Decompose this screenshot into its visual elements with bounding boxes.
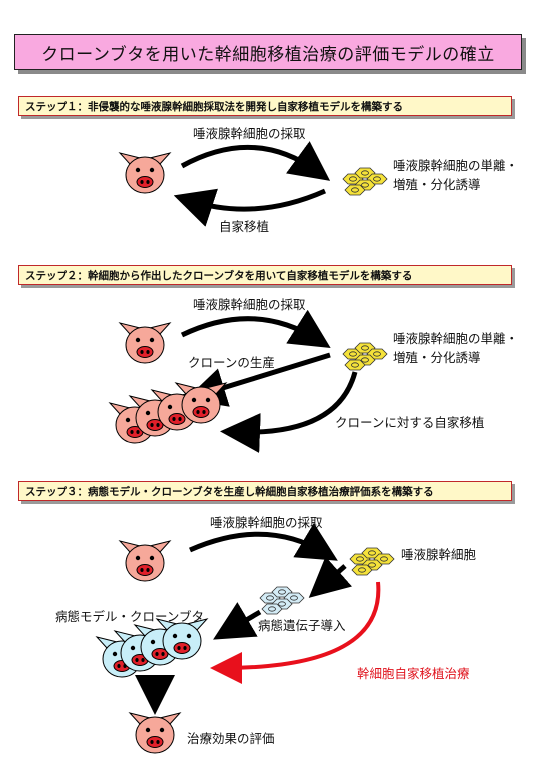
step1-cells-label-line1: 唾液腺幹細胞の単離・	[393, 158, 519, 173]
step1-stem-cells-icon	[342, 167, 388, 196]
step2-heading: ステップ２：幹細胞から作出したクローンブタを用いて自家移植モデルを構築する	[25, 269, 413, 282]
step1-heading: ステップ１：非侵襲的な唾液腺幹細胞採取法を開発し自家移植モデルを構築する	[25, 100, 403, 113]
step2-stem-cells-icon	[342, 342, 388, 371]
step2-clone-transplant-label: クローンに対する自家移植	[335, 415, 485, 430]
step3-gene-intro-label: 病態遺伝子導入	[258, 618, 346, 633]
step2-harvest-arrow	[180, 309, 331, 349]
step3-stem-cells-icon	[349, 547, 395, 576]
step3-heading-box: ステップ３：病態モデル・クローンブタを生産し幹細胞自家移植治療評価系を構築する	[18, 481, 512, 501]
step1-harvest-arrow	[180, 141, 331, 181]
step1-cells-label-line2: 増殖・分化誘導	[393, 177, 481, 192]
step2-clone-transplant-arrow	[220, 371, 358, 453]
title-banner: クローンブタを用いた幹細胞移植治療の評価モデルの確立	[14, 34, 522, 70]
step2-heading-box: ステップ２：幹細胞から作出したクローンブタを用いて自家移植モデルを構築する	[18, 265, 512, 285]
step3-harvest-label: 唾液腺幹細胞の採取	[210, 515, 323, 530]
step2-clone-pig-icon-4	[174, 382, 228, 424]
step3-evaluated-pig-icon	[128, 712, 182, 754]
page-title: クローンブタを用いた幹細胞移植治療の評価モデルの確立	[41, 44, 495, 65]
step2-donor-pig-icon	[118, 322, 172, 364]
step3-cells-label: 唾液腺幹細胞	[401, 547, 477, 562]
step3-heading: ステップ３：病態モデル・クローンブタを生産し幹細胞自家移植治療評価系を構築する	[25, 485, 434, 498]
step1-harvest-label: 唾液腺幹細胞の採取	[193, 126, 306, 141]
step3-cells-to-gene-arrow	[308, 556, 352, 598]
step2-cells-label-line2: 増殖・分化誘導	[393, 350, 481, 365]
step1-heading-box: ステップ１：非侵襲的な唾液腺幹細胞採取法を開発し自家移植モデルを構築する	[18, 96, 512, 116]
step3-harvest-arrow	[188, 522, 338, 561]
step2-cells-label-line1: 唾液腺幹細胞の単離・	[393, 331, 519, 346]
step3-therapy-arrow	[210, 581, 381, 684]
step3-therapy-label: 幹細胞自家移植治療	[357, 666, 470, 681]
step3-gene-to-clone-arrow	[213, 602, 262, 640]
step3-disease-clone-label: 病態モデル・クローンブタ	[55, 609, 205, 624]
step2-harvest-label: 唾液腺幹細胞の採取	[193, 297, 306, 312]
step1-transplant-label: 自家移植	[219, 219, 270, 234]
step3-disease-clone-pig-icon-4	[155, 618, 209, 660]
step2-clone-production-label: クローンの生産	[188, 355, 275, 370]
step3-evaluation-label: 治療効果の評価	[187, 731, 275, 746]
step3-modified-cells-icon	[259, 586, 305, 615]
step1-transplant-arrow	[173, 188, 327, 227]
step3-donor-pig-icon	[118, 540, 172, 582]
step1-pig-icon	[118, 152, 172, 194]
